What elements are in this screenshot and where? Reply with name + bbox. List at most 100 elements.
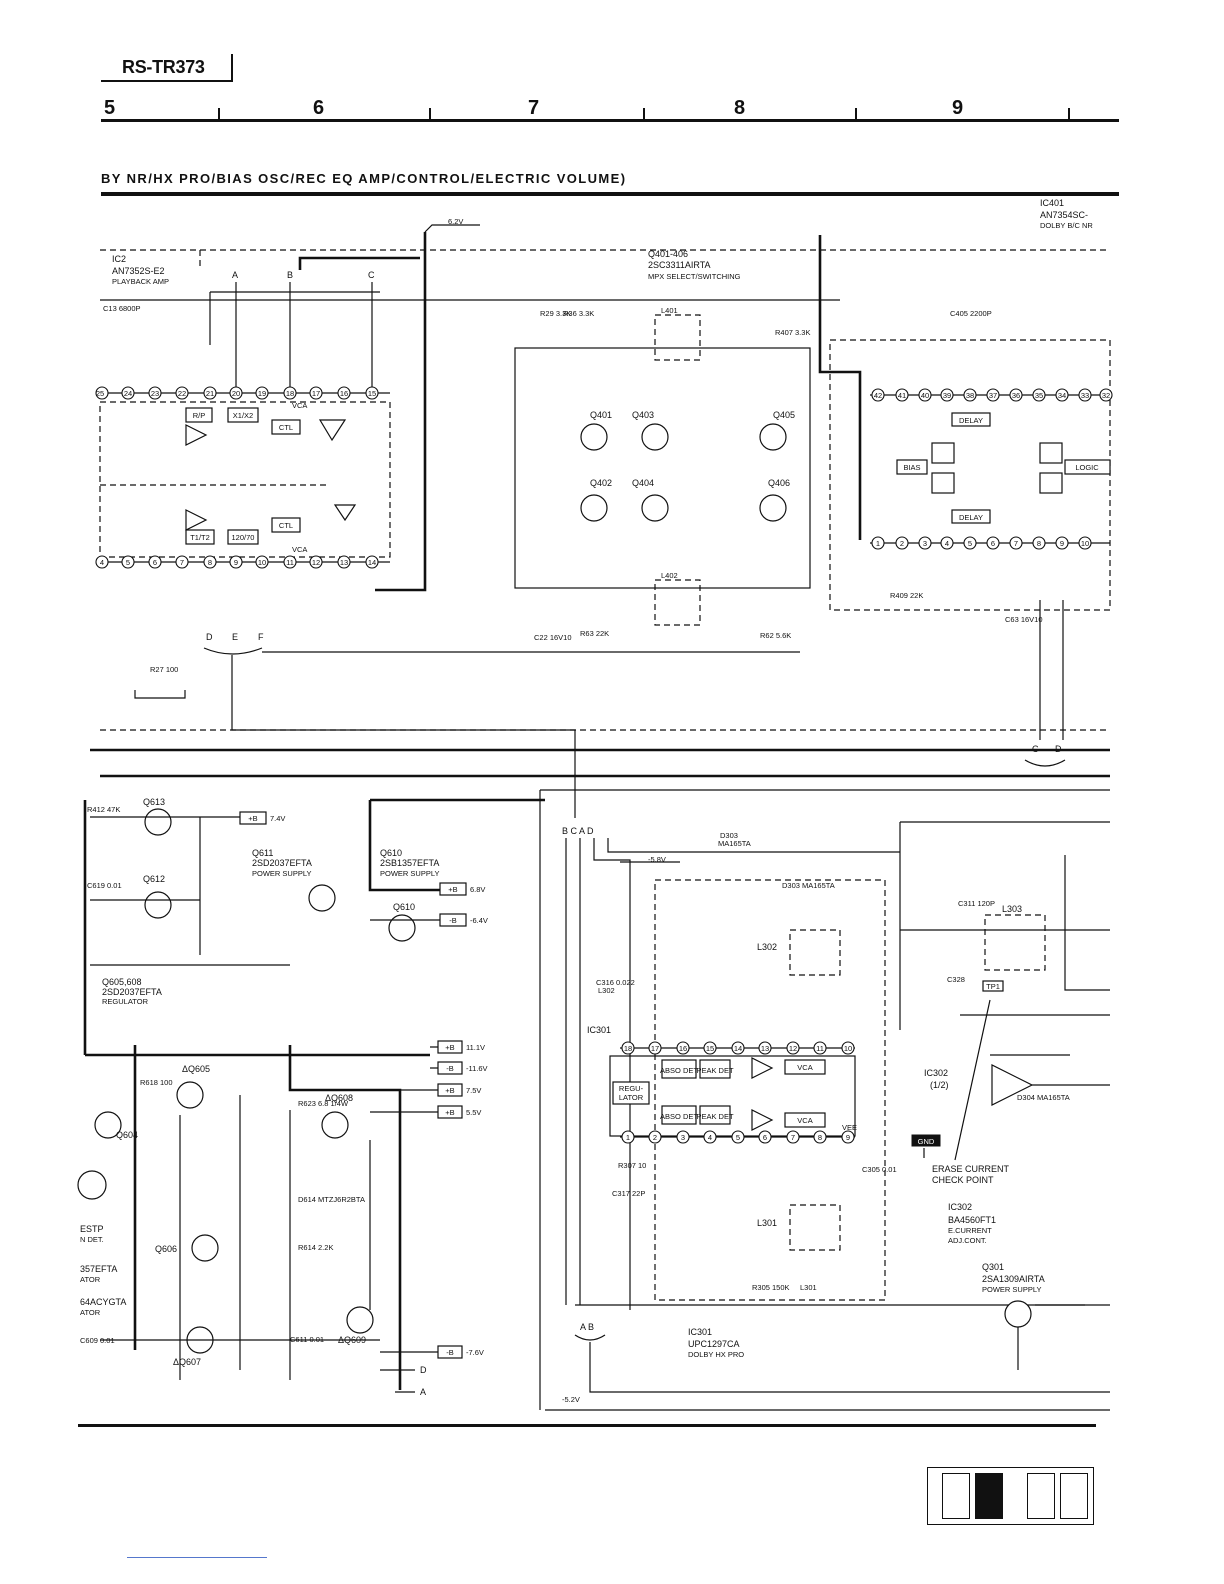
model-number: RS-TR373 [122,57,205,77]
pin-number: 35 [1035,391,1043,400]
tp1-tag [982,980,1004,992]
pin-number: 14 [368,558,376,567]
ic2-pin-row-bottom: 4 5 6 7 8 9 10 11 12 13 14 [95,555,390,569]
pin-number: 21 [206,389,214,398]
rail-tag-b-text: +B [248,814,257,823]
rail-tag-mb [437,1061,463,1075]
grid-column-8: 8 [734,97,746,119]
pin-number: 41 [898,391,906,400]
q611-part: 2SD2037EFTA [252,858,312,868]
transistor-array [580,423,787,522]
rail-11v1-label: 11.1V [466,1043,485,1052]
regulator-block [612,1081,650,1105]
q301-function: POWER SUPPLY [982,1285,1041,1294]
page-indicator-cell [1060,1473,1088,1519]
ic301-ref-top: IC301 [587,1025,611,1035]
regulator-block-label-2: LATOR [619,1093,644,1102]
ic-pin [731,1041,745,1055]
ic301-outline [654,879,886,1301]
pin-number: 8 [1037,539,1041,548]
signal-wire [923,999,991,1161]
thick-bus [375,232,427,592]
ic-pin [175,555,189,569]
transistor-q405 [759,423,787,451]
ic-pin [229,555,243,569]
q605-label: ΔQ605 [182,1064,210,1074]
grid-column-9: 9 [952,97,964,119]
ic-pin [229,386,243,400]
q605-function: REGULATOR [102,997,149,1006]
grid-tick [855,108,857,120]
rail-wire [424,224,480,233]
ic401-part: AN7354SC- [1040,210,1088,220]
left-func-1: ATOR [80,1275,101,1284]
transistor-q301 [1004,1300,1032,1328]
component-label: L302 [598,986,615,995]
component-label: D303 MA165TA [782,881,835,890]
grid-tick [643,108,645,120]
ic-pin [255,386,269,400]
pin-number: 34 [1058,391,1066,400]
component-label: R623 6.8 1/4W [298,1099,349,1108]
ic-pin [1078,388,1092,402]
page-indicator-cell [942,1473,970,1519]
ic-pin [841,1041,855,1055]
q610-function: POWER SUPPLY [380,869,439,878]
delay-block-2 [951,509,991,524]
pin-number: 7 [1014,539,1018,548]
transistor-q612 [144,891,172,919]
vca-label-2: VCA [292,545,307,554]
transistor-q613 [144,808,172,836]
component-label: R307 10 [618,1161,646,1170]
ic-pin [1009,388,1023,402]
transistor-q401 [580,423,608,451]
component-label: R63 22K [580,629,609,638]
rail-tag-b-text: +B [445,1108,454,1117]
rail-6v2-label: 6.2V [448,217,463,226]
ic-pin [871,536,885,550]
pin-number: 17 [651,1044,659,1053]
left-part-2: 64ACYGTA [80,1297,126,1307]
rail-tag-mb [439,913,467,927]
pin-number: 6 [153,558,157,567]
ic-pin [676,1041,690,1055]
q401-part: 2SC3311AIRTA [648,260,711,270]
pin-number: 2 [653,1133,657,1142]
rail-tag-mb-text: -B [446,1064,454,1073]
ic302-ref: IC302 [948,1202,972,1212]
pin-number: 11 [816,1044,824,1053]
logic-block [1064,459,1111,475]
ic2-function: PLAYBACK AMP [112,277,169,286]
ic-pin [148,555,162,569]
grid-column-5: 5 [104,97,116,119]
component-label: R409 22K [890,591,923,600]
pin-number: 16 [679,1044,687,1053]
component-label: R412 47K [87,805,120,814]
ic-pin [255,555,269,569]
connector-f: F [258,632,264,642]
abso-det-block-2 [661,1105,697,1125]
component-label: R36 3.3K [563,309,594,318]
transistor-q606 [191,1234,219,1262]
q605-ref: Q605,608 [102,977,142,987]
ic-pin [621,1130,635,1144]
ic-pin [121,386,135,400]
d303-part: MA165TA [718,839,751,848]
ic302-func-2: ADJ.CONT. [948,1236,987,1245]
pin-number: 2 [900,539,904,548]
gnd-tag [911,1134,941,1147]
component-label: C316 0.022 [596,978,635,987]
delay-block-2-label: DELAY [959,513,983,522]
ic-pin [1055,388,1069,402]
ic-pin [175,386,189,400]
signal-wire [203,647,576,818]
ic-pin [1055,536,1069,550]
erase-current-label: ERASE CURRENT [932,1164,1010,1174]
ic-pin [1099,388,1113,402]
grid-tick [218,108,220,120]
rail-tag-b-text: +B [445,1043,454,1052]
vca-block-2 [784,1112,826,1128]
component-label: C328 [947,975,965,984]
pin-number: 4 [100,558,104,567]
